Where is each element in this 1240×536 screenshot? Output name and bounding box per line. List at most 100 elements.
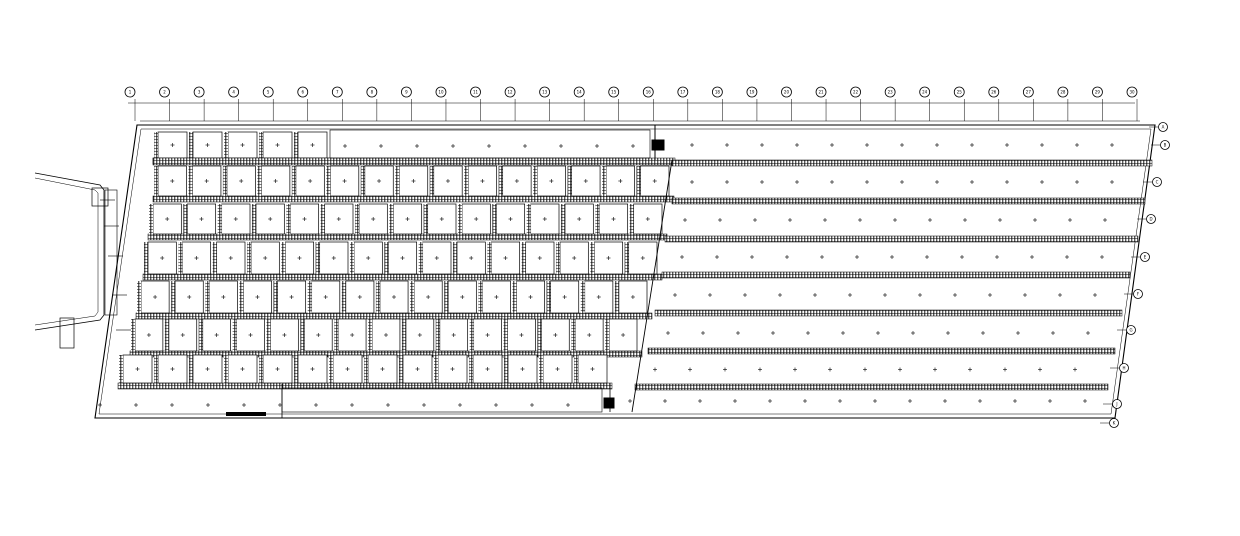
column-bubble: 8 [366, 86, 378, 98]
column-bubble-label: 5 [267, 89, 270, 94]
hatched-divider [164, 319, 169, 351]
column-bubble: 15 [608, 86, 620, 98]
row-bubble-label: H [1122, 365, 1125, 370]
hatched-divider [574, 355, 578, 383]
hatched-divider [464, 166, 469, 196]
row-bubble: D [1137, 214, 1156, 224]
column-bubble: 7 [331, 86, 343, 98]
hatched-divider [178, 242, 183, 274]
column-bubble: 5 [262, 86, 274, 98]
hatched-divider [561, 204, 565, 234]
column-bubble-circle [746, 86, 758, 98]
column-bubble: 23 [884, 86, 896, 98]
column-bubble: 18 [711, 86, 723, 98]
hatched-divider [434, 355, 438, 383]
hatched-divider [224, 355, 228, 383]
column-bubble-label: 22 [853, 89, 859, 94]
column-bubble-circle [124, 86, 136, 98]
row-bubble-circle [1119, 363, 1129, 373]
hatched-divider [580, 281, 585, 313]
parking-bay [405, 318, 435, 352]
hatched-divider [629, 204, 634, 234]
hatched-divider [149, 204, 153, 234]
hatched-aisle [152, 157, 676, 166]
hatched-divider [504, 355, 508, 383]
row-bubble-circle [1146, 214, 1156, 224]
hatched-divider [232, 319, 237, 351]
hatched-divider [614, 281, 619, 313]
row-bubble: K [1100, 418, 1119, 428]
hatched-divider [334, 319, 339, 351]
hatched-aisle [142, 273, 663, 281]
row-bubble-label: B [1164, 142, 1167, 147]
column-bubble-label: 10 [438, 89, 444, 94]
hatched-divider [222, 166, 227, 196]
hatched-divider [183, 204, 188, 234]
stall-stripe-band [671, 159, 1153, 167]
column-bubble: 29 [1092, 86, 1103, 98]
row-bubble-circle [1133, 289, 1143, 299]
hatched-divider [429, 166, 434, 196]
hatched-divider [469, 355, 473, 383]
stall-stripe-band [671, 197, 1146, 205]
hatched-divider [478, 281, 483, 313]
column-bubble: 22 [850, 86, 861, 98]
column-bubble-label: 2 [163, 89, 166, 94]
hatched-divider [188, 166, 193, 196]
column-bubble: 10 [435, 86, 447, 98]
column-bubble-label: 29 [1095, 89, 1101, 94]
hatched-divider [537, 319, 542, 351]
column-bubble-label: 7 [336, 89, 339, 94]
hatched-divider [286, 204, 291, 234]
row-bubble-label: A [1162, 124, 1165, 129]
row-bubble-label: G [1129, 327, 1132, 332]
column-bubble: 24 [919, 86, 931, 98]
hatched-divider [239, 281, 244, 313]
hatched-divider [257, 166, 262, 196]
column-bubble: 4 [228, 86, 240, 98]
hatched-divider [281, 242, 286, 274]
column-bubble-circle [1092, 86, 1103, 98]
column-bubble-label: 15 [611, 89, 617, 94]
parking-bay [541, 318, 570, 352]
zone-boundary [631, 159, 673, 413]
hatched-divider [300, 319, 305, 351]
hatched-divider [487, 242, 492, 274]
hatched-divider [389, 204, 394, 234]
column-bubble: 9 [401, 86, 412, 98]
hatched-divider [341, 281, 346, 313]
stall-stripe-band [647, 347, 1116, 355]
hatched-divider [360, 166, 365, 196]
hatched-divider [171, 281, 176, 313]
column-bubble: 19 [746, 86, 758, 98]
hatched-divider [521, 242, 526, 274]
hatched-divider [315, 242, 320, 274]
building-inner-outline [98, 128, 1152, 415]
parking-bay [168, 318, 198, 352]
hatched-divider [418, 242, 423, 274]
hatched-divider [498, 166, 503, 196]
column-bubble-circle [1022, 86, 1034, 98]
column-bubble: 2 [159, 86, 170, 98]
row-bubble-label: J [1115, 401, 1117, 406]
column-bubble-circle [988, 86, 1000, 98]
column-bubble: 27 [1022, 86, 1034, 98]
hatched-divider [364, 355, 368, 383]
hatched-divider [492, 204, 497, 234]
column-bubble: 3 [193, 86, 205, 98]
stall-stripe-band [664, 235, 1139, 243]
hatched-divider [533, 166, 538, 196]
column-bubble-label: 30 [1129, 89, 1135, 94]
hatched-divider [205, 281, 210, 313]
column-bubble-circle [366, 86, 378, 98]
stall-stripe-band [634, 383, 1109, 391]
column-bubble: 30 [1126, 86, 1138, 98]
hatched-divider [154, 355, 158, 383]
column-bubble-circle [539, 86, 551, 98]
hatched-divider [512, 281, 517, 313]
row-bubble-circle [1152, 177, 1162, 187]
row-bubble: C [1143, 177, 1162, 187]
hatched-divider [401, 319, 406, 351]
column-bubble: 26 [988, 86, 1000, 98]
